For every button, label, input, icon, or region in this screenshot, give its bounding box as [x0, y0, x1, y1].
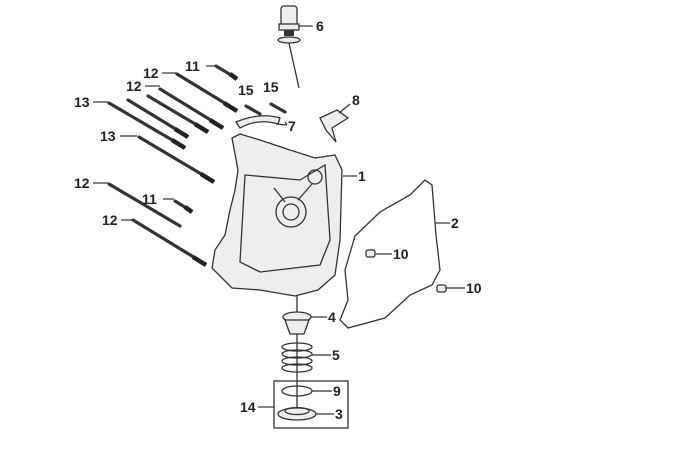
gasket-part: [339, 179, 441, 329]
bolt-13-b: [137, 135, 216, 184]
callout-13a: 13: [74, 94, 90, 110]
bolt-long-c: [146, 94, 210, 134]
bolt-12-c: [107, 182, 182, 228]
callout-8: 8: [352, 92, 360, 108]
bolt-13-a: [107, 101, 187, 150]
callout-14: 14: [240, 399, 256, 415]
callout-3: 3: [335, 406, 343, 422]
callout-11a: 11: [185, 58, 200, 74]
bolt-15-a: [244, 104, 262, 116]
callout-12d: 12: [102, 212, 118, 228]
callout-15b: 15: [263, 79, 279, 95]
callout-7: 7: [288, 118, 296, 134]
bolt-12-a: [175, 72, 239, 113]
bolt-12-b: [158, 87, 225, 130]
dowel-pin: [365, 249, 376, 258]
callout-2: 2: [451, 215, 459, 231]
bolt-15-b: [269, 102, 287, 114]
callout-9: 9: [333, 383, 341, 399]
crankcase-cover-part: [211, 133, 343, 408]
spring-part: [281, 342, 313, 373]
screen-part: [277, 406, 317, 421]
bolt-11-b: [173, 199, 194, 214]
callout-6: 6: [316, 18, 324, 34]
clip-part: [235, 115, 281, 129]
callout-4: 4: [328, 309, 336, 325]
bolt-long-d: [126, 98, 190, 139]
strainer-cap-part: [282, 311, 312, 335]
bracket-part: [319, 109, 350, 143]
dowel-pin: [436, 284, 447, 293]
bolt-12-d: [131, 218, 208, 267]
leader-lines: [93, 25, 465, 415]
dipstick-part: [277, 5, 301, 89]
callout-5: 5: [332, 347, 340, 363]
callout-12b: 12: [126, 78, 142, 94]
callout-15a: 15: [238, 82, 254, 98]
kit-box: [273, 380, 349, 429]
callout-11b: 11: [142, 191, 157, 207]
callout-10b: 10: [466, 280, 482, 296]
callout-12a: 12: [143, 65, 159, 81]
bolts: [107, 64, 287, 267]
bolt-11-top: [214, 64, 239, 81]
callout-10a: 10: [393, 246, 409, 262]
callout-12c: 12: [74, 175, 90, 191]
callout-1: 1: [358, 168, 366, 184]
callout-13b: 13: [100, 128, 116, 144]
